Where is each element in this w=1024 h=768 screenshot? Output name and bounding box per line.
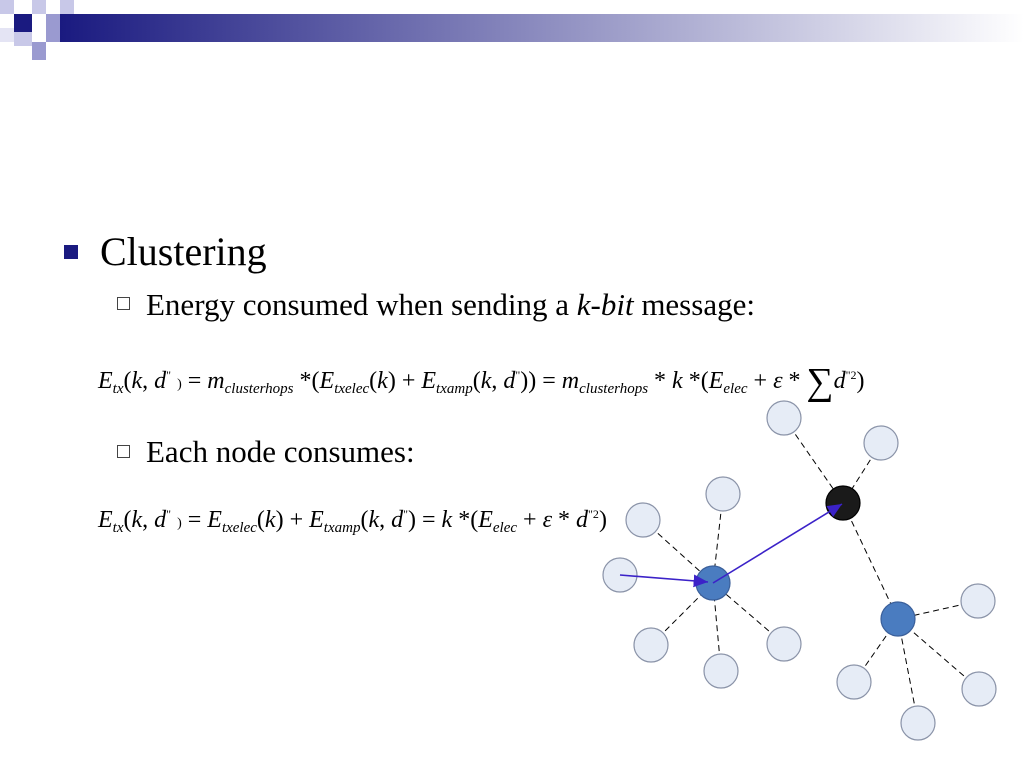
hop-arrow: [619, 574, 709, 588]
member-node: [961, 671, 997, 707]
member-node: [863, 425, 899, 461]
member-node: [836, 664, 872, 700]
subbullet-energy-italic: k-bit: [576, 287, 634, 322]
subbullet-energy-post: message:: [633, 287, 755, 322]
member-node: [900, 705, 936, 741]
subbullet-energy: Energy consumed when sending a k-bit mes…: [146, 286, 755, 324]
sink-node: [825, 485, 861, 521]
member-node: [633, 627, 669, 663]
member-node: [960, 583, 996, 619]
subbullet-energy-pre: Energy consumed when sending a: [146, 287, 577, 322]
member-links: [642, 417, 980, 724]
member-node: [766, 400, 802, 436]
equation-cluster-energy: Etx(k, d" ) = mclusterhops *(Etxelec(k) …: [98, 361, 865, 403]
title-banner: [0, 0, 1024, 60]
cluster-network-diagram: [602, 400, 997, 741]
hop-arrow: [712, 503, 843, 584]
subbullet-box: [117, 297, 130, 310]
bullet-square: [64, 245, 78, 259]
subbullet-box: [117, 445, 130, 458]
member-node: [705, 476, 741, 512]
member-node: [703, 653, 739, 689]
member-node: [625, 502, 661, 538]
subbullet-each-node: Each node consumes:: [146, 434, 415, 469]
equation-node-energy: Etx(k, d" ) = Etxelec(k) + Etxamp(k, d")…: [98, 507, 607, 536]
cluster-head-node: [880, 601, 916, 637]
member-node: [766, 626, 802, 662]
bullet-clustering: Clustering: [100, 229, 267, 274]
